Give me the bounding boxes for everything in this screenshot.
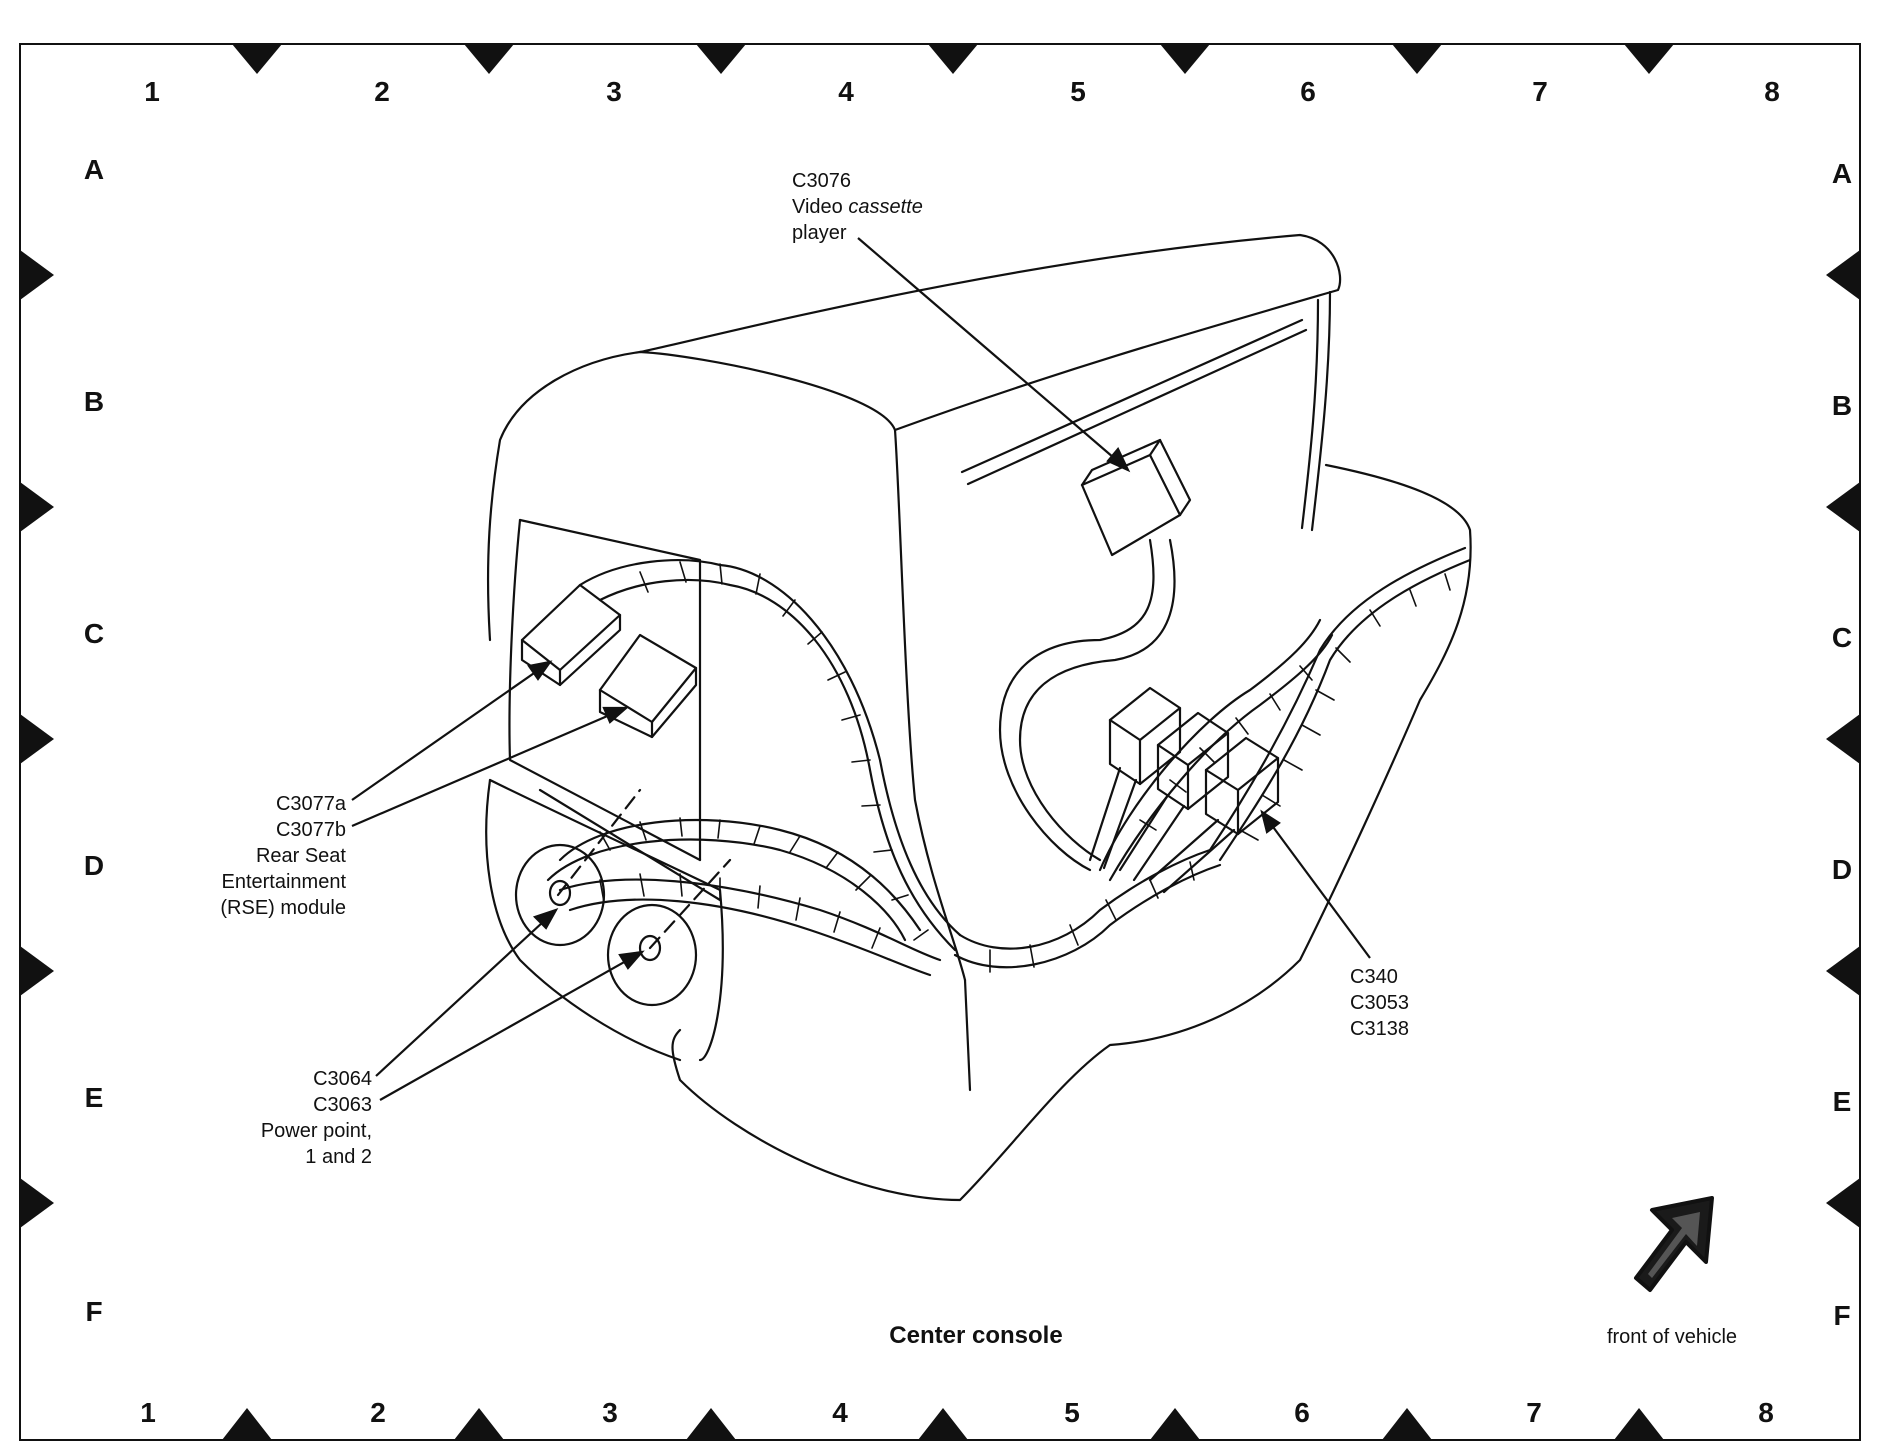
column-label-2-top: 2 bbox=[374, 76, 390, 107]
callout-rse-code2: C3077b bbox=[275, 819, 346, 841]
connector-c340 bbox=[1108, 686, 1182, 786]
callout-rse-line1: Rear Seat bbox=[255, 845, 346, 867]
row-label-f-right: F bbox=[1833, 1300, 1851, 1331]
callout-power-code2: C3063 bbox=[313, 1094, 372, 1116]
callout-vcr-italic-word: cassette bbox=[848, 196, 923, 218]
bottom-grid-ticks bbox=[222, 1408, 1664, 1440]
column-label-1-top: 1 bbox=[144, 76, 160, 107]
row-label-d-left: D bbox=[83, 850, 105, 881]
column-label-5-top: 5 bbox=[1070, 76, 1086, 107]
power-point-2 bbox=[606, 903, 698, 1007]
row-label-f-left: F bbox=[85, 1296, 103, 1327]
callout-video-cassette-player: C3076 Video cassette player bbox=[792, 168, 923, 246]
column-label-2-bottom: 2 bbox=[370, 1397, 386, 1428]
column-label-4-top: 4 bbox=[838, 76, 854, 107]
callout-connectors-code3: C3138 bbox=[1350, 1018, 1409, 1040]
callout-connectors-code1: C340 bbox=[1350, 966, 1398, 988]
column-label-7-top: 7 bbox=[1532, 76, 1548, 107]
column-label-6-top: 6 bbox=[1300, 76, 1316, 107]
callout-rse-line3: (RSE) module bbox=[220, 897, 346, 919]
callout-rse-code1: C3077a bbox=[275, 793, 346, 815]
column-label-1-bottom: 1 bbox=[140, 1397, 156, 1428]
column-label-6-bottom: 6 bbox=[1294, 1397, 1310, 1428]
row-label-a-left: A bbox=[83, 154, 105, 185]
callout-power-line1: Power point, bbox=[260, 1120, 372, 1142]
diagram-caption: Center console bbox=[889, 1322, 1063, 1349]
callout-power-points: C3064 C3063 Power point, 1 and 2 bbox=[222, 1066, 372, 1170]
column-label-7-bottom: 7 bbox=[1526, 1397, 1542, 1428]
callout-power-line2: 1 and 2 bbox=[305, 1146, 372, 1168]
callout-power-code1: C3064 bbox=[313, 1068, 372, 1090]
left-grid-ticks bbox=[20, 250, 54, 1228]
row-label-d-right: D bbox=[1831, 854, 1853, 885]
column-label-4-bottom: 4 bbox=[832, 1397, 848, 1428]
callout-connectors-code2: C3053 bbox=[1350, 992, 1409, 1014]
callout-vcr-line1: Video cassette bbox=[792, 196, 923, 218]
column-label-8-top: 8 bbox=[1764, 76, 1780, 107]
row-label-b-left: B bbox=[83, 386, 105, 417]
right-grid-ticks bbox=[1826, 250, 1860, 1228]
callout-connectors: C340 C3053 C3138 bbox=[1350, 964, 1409, 1042]
row-label-c-right: C bbox=[1831, 622, 1853, 653]
column-label-8-bottom: 8 bbox=[1758, 1397, 1774, 1428]
column-label-3-bottom: 3 bbox=[602, 1397, 618, 1428]
row-label-e-left: E bbox=[84, 1082, 104, 1113]
callout-vcr-code: C3076 bbox=[792, 170, 851, 192]
column-label-5-bottom: 5 bbox=[1064, 1397, 1080, 1428]
callout-vcr-line2: player bbox=[792, 222, 847, 244]
row-label-c-left: C bbox=[83, 618, 105, 649]
leader-lines bbox=[351, 237, 1371, 1101]
column-label-3-top: 3 bbox=[606, 76, 622, 107]
row-label-e-right: E bbox=[1832, 1086, 1852, 1117]
front-of-vehicle-label: front of vehicle bbox=[1606, 1326, 1738, 1348]
connector-c3138 bbox=[1204, 736, 1280, 836]
center-console-illustration bbox=[485, 233, 1472, 1202]
connector-c3053 bbox=[1156, 711, 1230, 811]
power-point-1 bbox=[514, 843, 606, 947]
callout-rse-module: C3077a C3077b Rear Seat Entertainment (R… bbox=[196, 791, 346, 921]
top-grid-ticks bbox=[232, 44, 1674, 74]
row-label-b-right: B bbox=[1831, 390, 1853, 421]
border bbox=[19, 43, 1861, 1441]
rse-module-b bbox=[598, 633, 698, 739]
callout-rse-line2: Entertainment bbox=[221, 871, 346, 893]
row-label-a-right: A bbox=[1831, 158, 1853, 189]
front-of-vehicle-arrow-icon bbox=[1634, 1196, 1714, 1292]
